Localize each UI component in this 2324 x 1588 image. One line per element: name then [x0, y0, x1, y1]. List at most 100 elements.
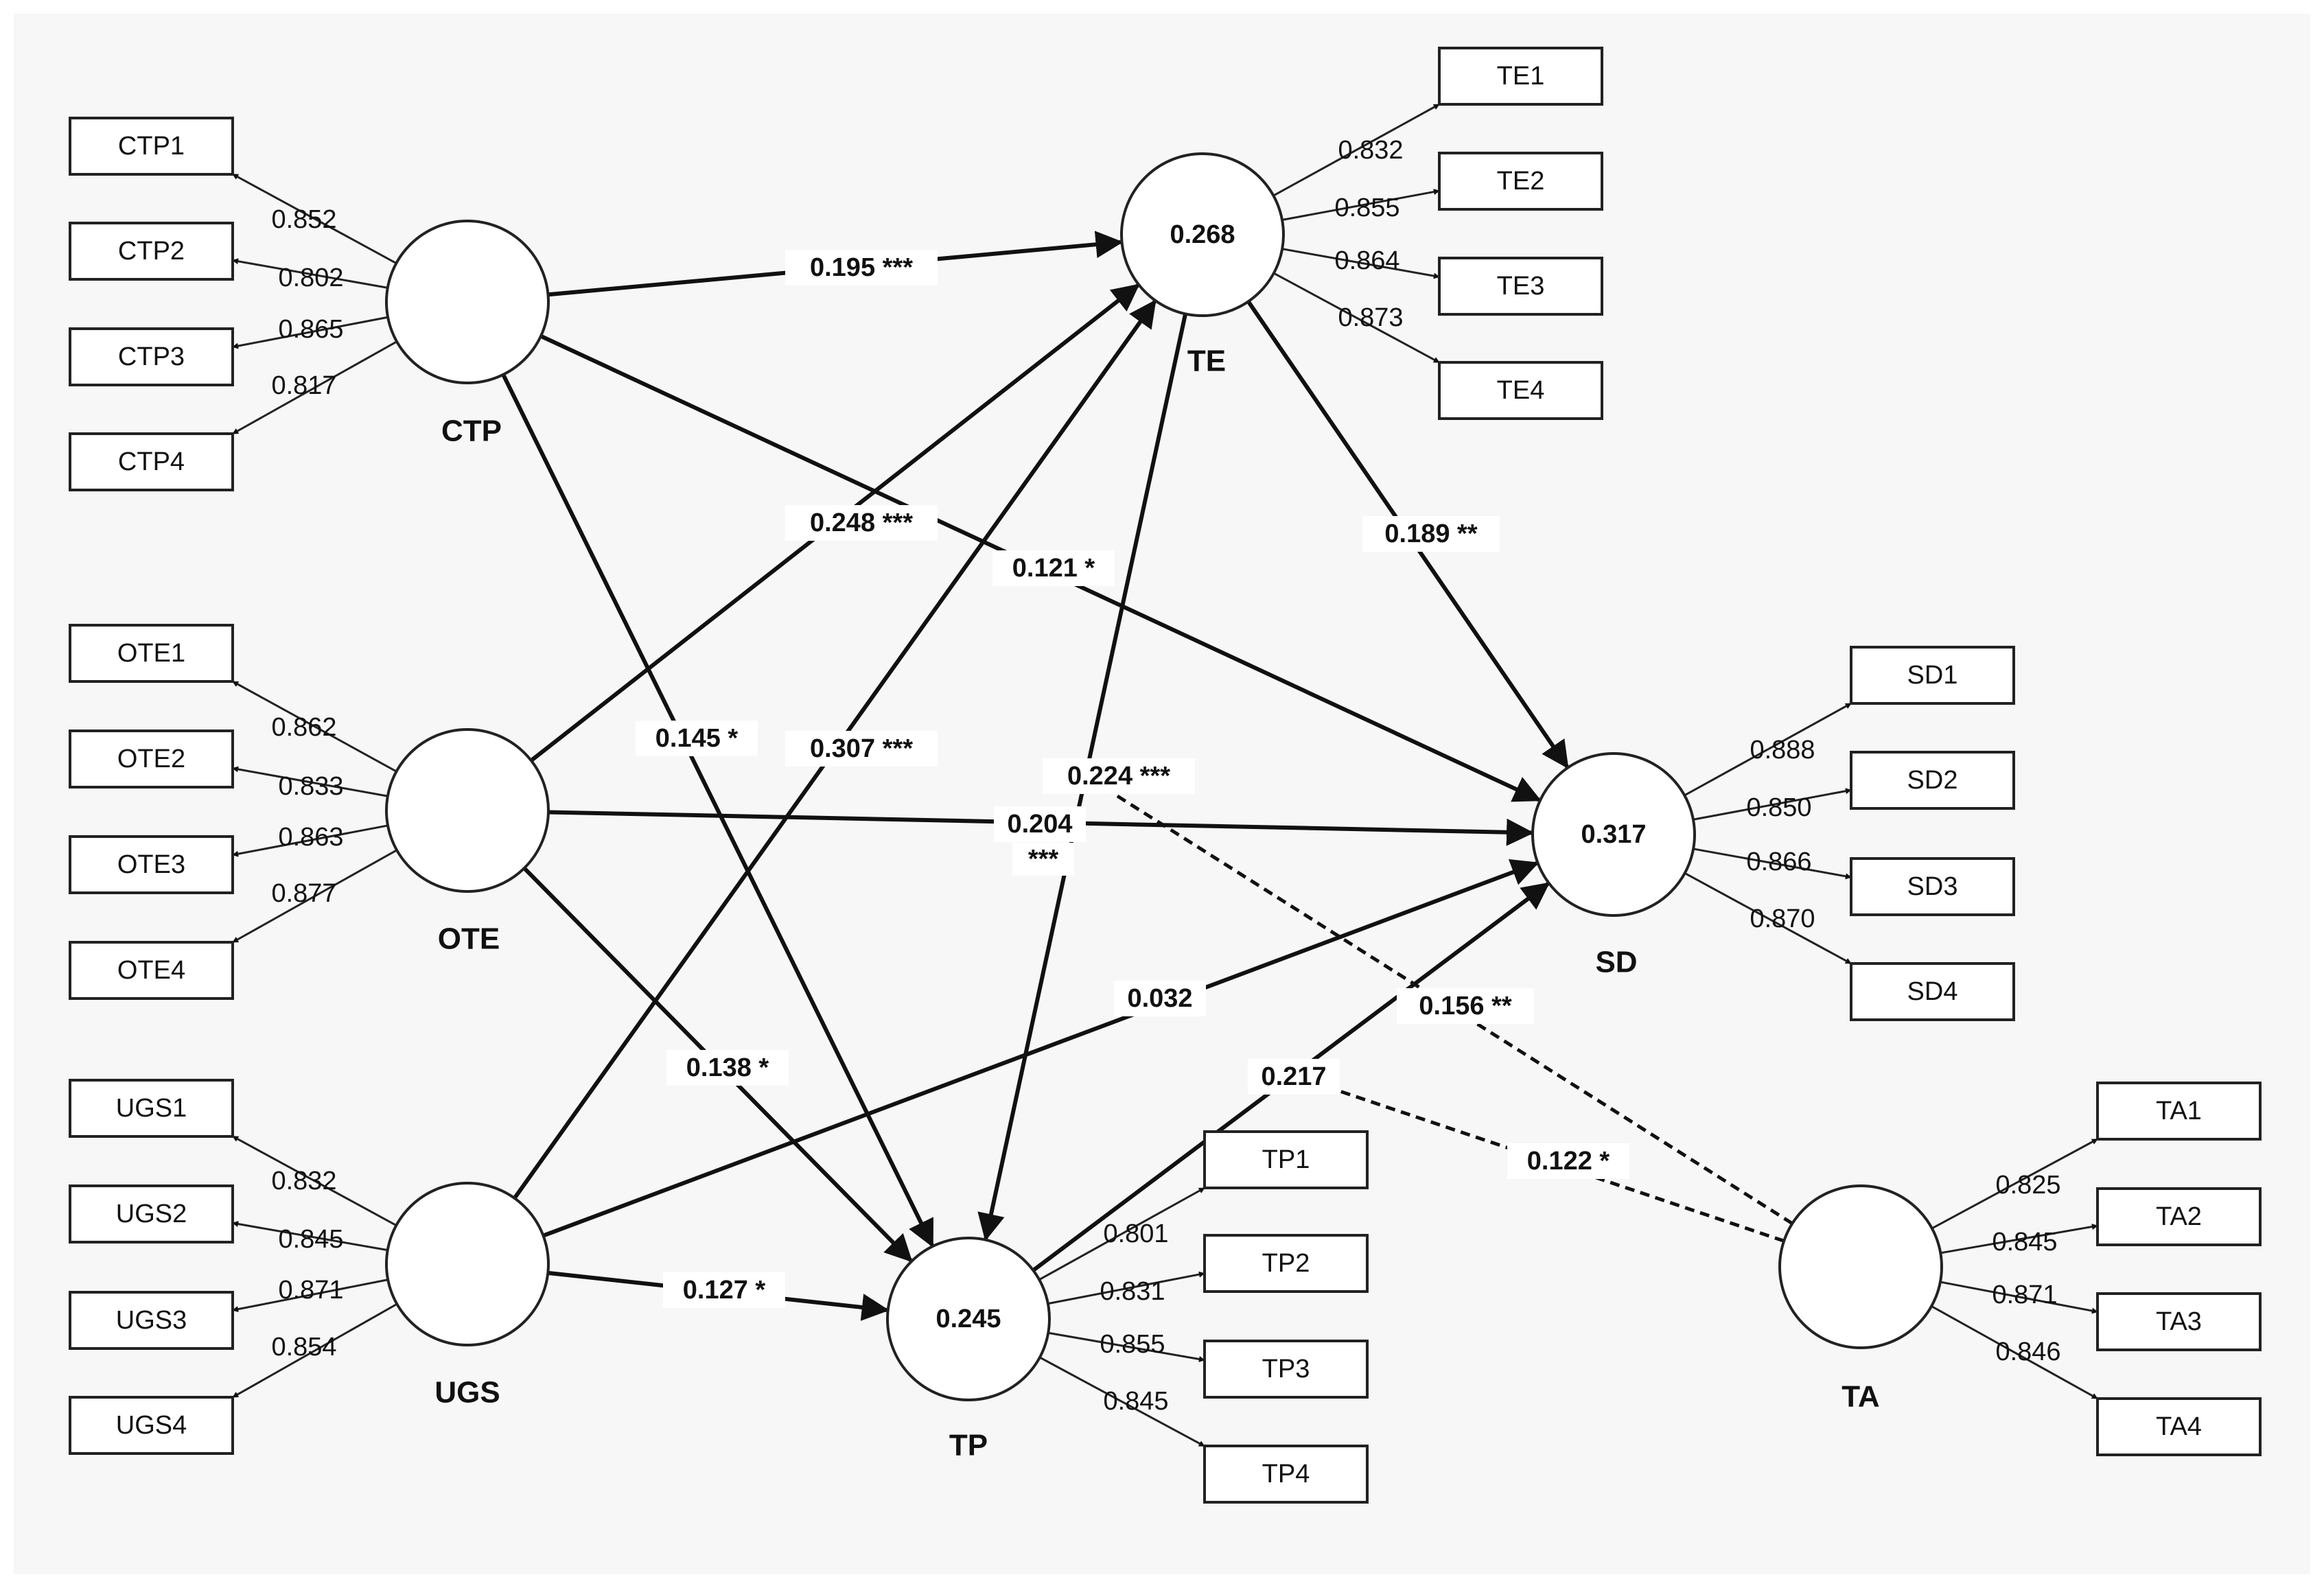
path-arrow-ugs-sd: [542, 859, 1539, 1238]
path-label-ugs-sd: 0.032: [1114, 981, 1206, 1016]
indicator-ugs1: UGS1: [69, 1079, 234, 1138]
indicator-box: [2096, 1082, 2262, 1141]
loading-arrow-ugs1: [232, 1135, 397, 1226]
indicator-label: TP4: [1262, 1460, 1310, 1488]
indicator-box: [1203, 1130, 1369, 1189]
path-coefficient: 0.145 *: [655, 724, 739, 753]
indicator-box: [1438, 361, 1603, 420]
indicator-label: UGS4: [116, 1411, 187, 1440]
loading-value-tp3: 0.855: [1100, 1330, 1165, 1359]
loading-arrow-ctp2: [232, 258, 388, 289]
indicator-te3: TE3: [1438, 257, 1603, 316]
indicator-label: TA2: [2156, 1202, 2202, 1231]
loading-value-ta2: 0.845: [1992, 1228, 2057, 1257]
path-label-ta-tp-sd: 0.122 *: [1507, 1143, 1629, 1179]
path-arrow-ctp-tp: [501, 373, 934, 1248]
indicator-ctp2: CTP2: [69, 222, 234, 281]
loading-value-tp2: 0.831: [1100, 1277, 1165, 1306]
indicator-ta4: TA4: [2096, 1397, 2262, 1456]
path-coefficient: 0.032: [1127, 984, 1192, 1013]
indicator-sd3: SD3: [1850, 857, 2015, 916]
indicator-ctp3: CTP3: [69, 327, 234, 386]
indicator-ote4: OTE4: [69, 941, 234, 1000]
loading-arrow-ugs2: [232, 1221, 388, 1252]
indicator-box: [1850, 751, 2015, 810]
r-squared-value: 0.245: [936, 1305, 1001, 1333]
indicator-label: CTP4: [118, 447, 185, 476]
indicator-box: [69, 624, 234, 683]
indicator-ugs2: UGS2: [69, 1184, 234, 1243]
path-label-mask: [1043, 758, 1195, 794]
path-label-ta-te-sd: 0.156 **: [1397, 988, 1534, 1024]
construct-circle: [886, 1237, 1051, 1401]
construct-circle: [385, 728, 550, 893]
loading-arrow-te2: [1281, 189, 1440, 221]
indicator-label: TE2: [1497, 167, 1545, 196]
indicator-box: [69, 1396, 234, 1455]
loading-arrow-ctp4: [232, 340, 397, 435]
loading-arrow-ote3: [232, 824, 388, 857]
loading-arrow-ote1: [232, 680, 397, 773]
indicator-ugs3: UGS3: [69, 1291, 234, 1350]
construct-label: SD: [1595, 946, 1637, 979]
indicator-box: [69, 729, 234, 789]
indicator-box: [2096, 1292, 2262, 1351]
indicator-box: [1438, 47, 1603, 106]
indicator-box: [69, 1184, 234, 1243]
indicator-te4: TE4: [1438, 361, 1603, 420]
path-label-mask: [994, 806, 1086, 842]
indicator-label: UGS2: [116, 1200, 187, 1228]
loading-arrow-te1: [1273, 103, 1440, 197]
indicator-sd2: SD2: [1850, 751, 2015, 810]
indicator-box: [1203, 1445, 1369, 1504]
path-coefficient: 0.127 *: [683, 1276, 766, 1305]
path-coefficient: 0.122 *: [1527, 1147, 1610, 1176]
path-label-mask: [1012, 843, 1074, 876]
coefficient-value: 0.145: [655, 724, 721, 753]
loading-arrow-te3: [1281, 248, 1440, 279]
coefficient-value: 0.138: [686, 1053, 752, 1082]
indicator-label: OTE2: [117, 745, 185, 773]
loading-value-ctp2: 0.802: [278, 264, 343, 292]
indicator-label: TE3: [1497, 272, 1545, 301]
indicator-box: [69, 432, 234, 491]
path-label-ugs-tp: 0.127 *: [663, 1272, 785, 1308]
construct-label: TE: [1187, 345, 1226, 378]
indicator-box: [1438, 257, 1603, 316]
significance-stars: *: [755, 1276, 765, 1305]
indicator-label: SD1: [1907, 661, 1958, 690]
r-squared-value: 0.317: [1581, 820, 1646, 849]
loading-arrow-sd2: [1693, 788, 1852, 821]
construct-label: TP: [949, 1429, 988, 1462]
indicator-box: [69, 222, 234, 281]
indicator-label: UGS1: [116, 1094, 187, 1123]
indicator-tp3: TP3: [1203, 1340, 1369, 1399]
loading-value-ote2: 0.833: [278, 772, 343, 801]
construct-label: TA: [1841, 1380, 1879, 1414]
path-label-mask: [785, 505, 938, 541]
loading-value-ta3: 0.871: [1992, 1281, 2057, 1309]
path-coefficient: 0.307 ***: [810, 734, 913, 763]
coefficient-value: 0.204: [1007, 810, 1072, 839]
path-label-ctp-te: 0.195 ***: [785, 250, 938, 285]
indicator-box: [69, 327, 234, 386]
loading-arrow-ugs4: [232, 1303, 398, 1399]
construct-circle: [1778, 1184, 1943, 1349]
coefficient-value: 0.248: [810, 509, 875, 537]
path-coefficient: 0.217: [1261, 1062, 1326, 1091]
loading-arrow-ta3: [1940, 1281, 2098, 1314]
loading-value-ctp3: 0.865: [278, 315, 343, 344]
loading-arrow-tp4: [1039, 1356, 1205, 1447]
construct-ugs: UGS: [385, 1182, 550, 1410]
path-label-ote-te: 0.248 ***: [785, 505, 938, 541]
indicator-ta2: TA2: [2096, 1187, 2262, 1246]
loading-arrow-te4: [1273, 272, 1440, 364]
indicator-tp4: TP4: [1203, 1445, 1369, 1504]
loading-value-sd4: 0.870: [1750, 904, 1815, 933]
indicator-box: [1203, 1234, 1369, 1293]
coefficient-value: 0.217: [1261, 1062, 1326, 1091]
loading-arrow-sd1: [1684, 702, 1852, 797]
